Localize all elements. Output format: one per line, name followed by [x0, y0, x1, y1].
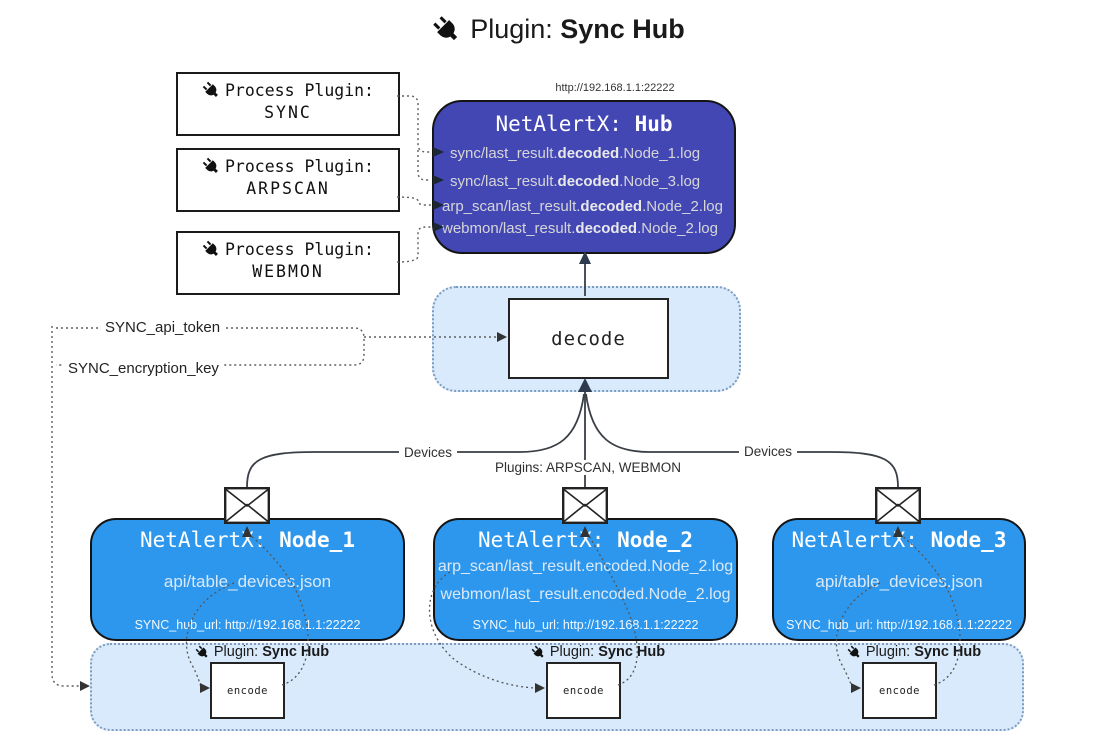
page-title: Plugin: Sync Hub	[0, 14, 1117, 45]
plug-icon	[202, 240, 218, 256]
process-plugin-box-webmon: Process Plugin: WEBMON	[176, 231, 400, 295]
page-title-text: Plugin: Sync Hub	[470, 14, 685, 44]
hub-log-line: sync/last_result.decoded.Node_3.log	[450, 173, 701, 190]
process-plugin-name: SYNC	[264, 103, 312, 122]
process-plugin-label: Process Plugin:	[224, 240, 374, 259]
sync-encryption-key-label: SYNC_encryption_key	[64, 359, 223, 378]
node-hub-url: SYNC_hub_url: http://192.168.1.1:22222	[134, 618, 361, 632]
node-title: NetAlertX: Node_2	[478, 528, 693, 552]
process-plugin-box-arpscan: Process Plugin: ARPSCAN	[176, 148, 400, 212]
node-hub-url: SYNC_hub_url: http://192.168.1.1:22222	[786, 618, 1012, 632]
envelope-icon	[875, 487, 921, 524]
hub-log-line: arp_scan/last_result.decoded.Node_2.log	[442, 198, 723, 215]
encoder-plugin-label: Plugin: Sync Hub	[152, 644, 372, 660]
node-file-line: api/table_devices.json	[163, 572, 332, 591]
encode-box: encode	[862, 662, 937, 719]
node-file-line: arp_scan/last_result.encoded.Node_2.log	[437, 558, 734, 575]
encoder-plugin-label: Plugin: Sync Hub	[804, 644, 1024, 660]
hub-log-line: sync/last_result.decoded.Node_1.log	[450, 145, 701, 162]
envelope-icon	[562, 487, 608, 524]
process-plugin-name: WEBMON	[252, 262, 324, 281]
process-plugin-name: ARPSCAN	[246, 179, 330, 198]
plug-icon	[202, 81, 218, 97]
encode-box: encode	[546, 662, 621, 719]
hub-log-line: webmon/last_result.decoded.Node_2.log	[442, 220, 718, 237]
edge-label-plugins-middle: Plugins: ARPSCAN, WEBMON	[489, 460, 687, 475]
plug-icon	[202, 157, 218, 173]
plug-icon	[847, 645, 860, 658]
process-plugin-label: Process Plugin:	[224, 81, 374, 100]
sync-api-token-label: SYNC_api_token	[101, 318, 225, 337]
process-plugin-label: Process Plugin:	[224, 157, 374, 176]
edge-label-devices-right: Devices	[738, 444, 798, 459]
hub-title: NetAlertX: Hub	[495, 112, 673, 136]
node-file-line: api/table_devices.json	[815, 572, 983, 591]
plug-icon	[433, 15, 458, 40]
node-box-node-3: NetAlertX: Node_3 api/table_devices.json…	[772, 518, 1026, 641]
node-box-node-2: NetAlertX: Node_2 arp_scan/last_result.e…	[433, 518, 738, 641]
plug-icon	[195, 645, 208, 658]
node-title: NetAlertX: Node_1	[140, 528, 355, 552]
node-file-line: webmon/last_result.encoded.Node_2.log	[440, 586, 731, 603]
node-hub-url: SYNC_hub_url: http://192.168.1.1:22222	[472, 618, 699, 632]
decode-box: decode	[508, 298, 669, 379]
node-box-node-1: NetAlertX: Node_1 api/table_devices.json…	[90, 518, 405, 641]
encoder-plugin-label: Plugin: Sync Hub	[488, 644, 708, 660]
hub-url-label: http://192.168.1.1:22222	[555, 82, 675, 94]
plug-icon	[531, 645, 544, 658]
edge-label-devices-left: Devices	[398, 445, 458, 460]
envelope-icon	[224, 487, 270, 524]
process-plugin-box-sync: Process Plugin: SYNC	[176, 72, 400, 136]
node-title: NetAlertX: Node_3	[791, 528, 1007, 552]
hub-box: NetAlertX: Hub sync/last_result.decoded.…	[432, 100, 736, 254]
encode-box: encode	[210, 662, 285, 719]
